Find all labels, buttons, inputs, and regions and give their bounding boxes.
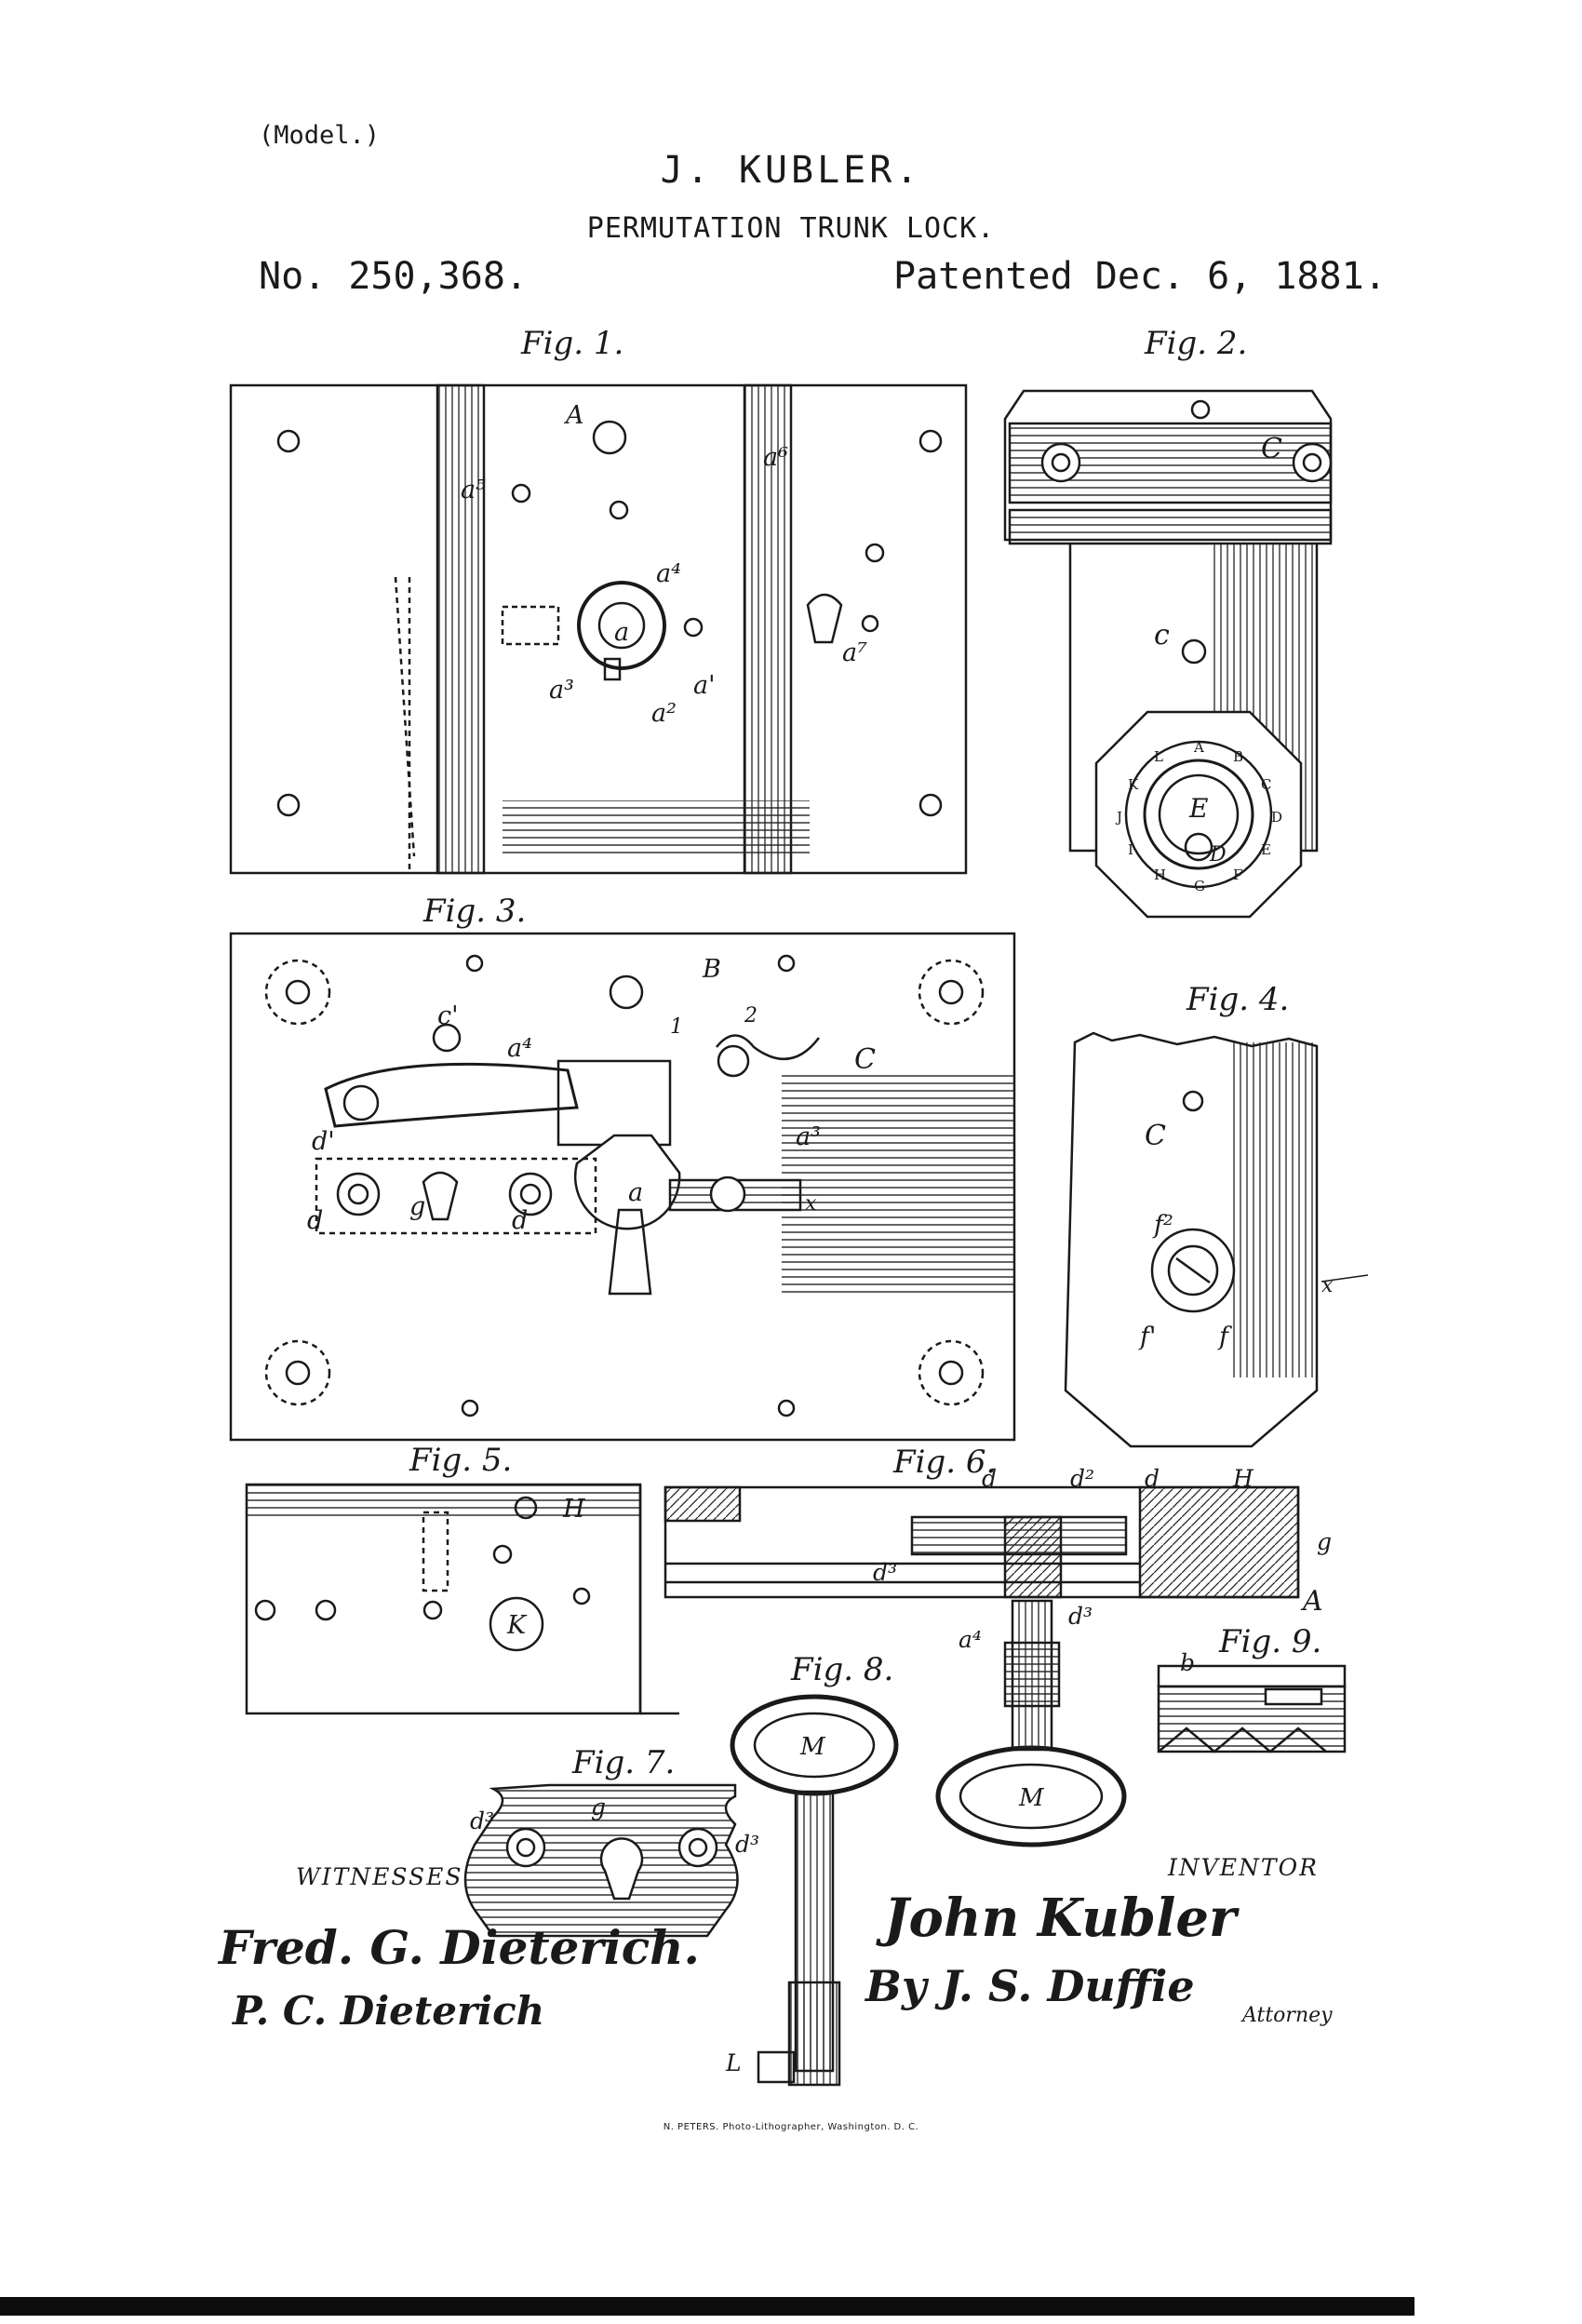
dial-letter: K [1128,776,1139,793]
ref-label: d [512,1206,528,1235]
dial-letter: I [1128,841,1133,858]
printer-credit: N. PETERS. Photo-Lithographer, Washingto… [663,2122,919,2132]
fig9-label: Fig. 9. [1218,1623,1321,1660]
ref-label: d³ [873,1559,897,1586]
attorney-label: Attorney [1240,2004,1333,2027]
dial-letter: C [1261,776,1271,793]
ref-label: d³ [1068,1603,1093,1630]
patent-number: No. 250,368. [259,255,528,298]
dial-letter: H [1154,866,1166,883]
ref-label: x [1321,1274,1334,1297]
dial-letter: F [1233,866,1242,883]
fig2-drawing [1003,389,1333,919]
ref-label: B [702,955,721,984]
signature-inventor: John Kubler [876,1887,1240,1949]
ref-label: d³ [470,1807,494,1834]
ref-label: c' [437,1001,459,1030]
ref-label: f² [1152,1211,1173,1240]
ref-label: d³ [735,1831,759,1858]
ref-label: M [1018,1784,1045,1812]
dial-letter: B [1233,748,1243,765]
ref-label: 1 [670,1015,683,1039]
ref-label: H [562,1495,585,1524]
ref-label: b [1180,1649,1195,1676]
signature-witness-1: Fred. G. Dieterich. [217,1920,700,1975]
scan-edge-bar [0,2297,1414,2316]
inventor-name: J. KUBLER. [660,149,922,192]
fig6-label: Fig. 6. [892,1444,996,1481]
fig7-drawing [463,1783,739,1938]
dial-letter: L [1154,748,1163,765]
ref-label: x [805,1192,817,1216]
fig5-label: Fig. 5. [409,1442,512,1479]
ref-label: a [628,1178,643,1207]
ref-label: H [1232,1465,1254,1492]
dial-letter: D [1271,809,1282,826]
signature-attorney: By J. S. Duffie [864,1961,1195,2011]
ref-label: a⁵ [461,476,486,504]
ref-label: d' [312,1127,335,1156]
ref-label: g [1317,1528,1332,1555]
ref-label: d [982,1465,997,1492]
fig6-drawing [664,1485,1300,1599]
ref-label: a [614,618,629,647]
fig9-drawing [1157,1664,1347,1753]
fig4-drawing [1064,1031,1369,1448]
ref-label: a³ [796,1122,821,1151]
fig5-drawing [245,1483,679,1715]
fig4-label: Fig. 4. [1186,981,1289,1018]
ref-label: a⁴ [656,559,681,588]
ref-label: 2 [744,1004,757,1028]
fig1-label: Fig. 1. [520,325,623,362]
ref-label: K [506,1611,528,1640]
fig1-drawing [229,383,968,875]
fig8-drawing [730,1599,1127,2087]
ref-label: E [1188,793,1208,824]
patent-title: PERMUTATION TRUNK LOCK. [586,212,996,245]
signature-witness-2: P. C. Dieterich [232,1988,544,2034]
ref-label: A [563,401,584,430]
ref-label: a⁶ [763,443,788,472]
ref-label: c [1154,619,1170,652]
patent-date: Patented Dec. 6, 1881. [893,255,1387,298]
dial-letter: J [1115,809,1122,826]
ref-label: a⁴ [959,1626,982,1653]
fig7-label: Fig. 7. [571,1744,675,1781]
dial-letter: A [1193,739,1204,756]
ref-label: a³ [549,676,574,705]
ref-label: d [307,1206,323,1235]
ref-label: g [591,1793,606,1820]
ref-label: g [409,1192,425,1221]
fig3-drawing [229,932,1016,1442]
ref-label: f [1217,1323,1232,1351]
ref-label: a⁷ [842,638,867,667]
fig8-label: Fig. 8. [790,1651,893,1688]
ref-label: D [1209,843,1227,866]
dial-letters: A B C D E F G H I J K L [1115,739,1282,894]
ref-label: A [1300,1585,1323,1618]
ref-label: a⁴ [507,1034,532,1063]
ref-label: C [1261,433,1282,465]
dial-letter: G [1194,878,1205,894]
dial-letter: E [1261,841,1271,858]
ref-label: f' [1138,1323,1156,1351]
ref-label: M [799,1733,826,1761]
fig3-label: Fig. 3. [422,893,526,930]
ref-label: a' [693,671,716,700]
ref-label: L [725,2049,742,2076]
ref-label: C [854,1043,876,1076]
fig2-label: Fig. 2. [1144,325,1247,362]
ref-label: d [1145,1465,1160,1492]
ref-label: d² [1070,1465,1094,1492]
model-label: (Model.) [259,121,381,150]
witnesses-label: WITNESSES [296,1863,463,1890]
ref-label: a² [651,699,677,728]
ref-label: C [1145,1120,1166,1152]
inventor-label: INVENTOR [1167,1854,1319,1881]
